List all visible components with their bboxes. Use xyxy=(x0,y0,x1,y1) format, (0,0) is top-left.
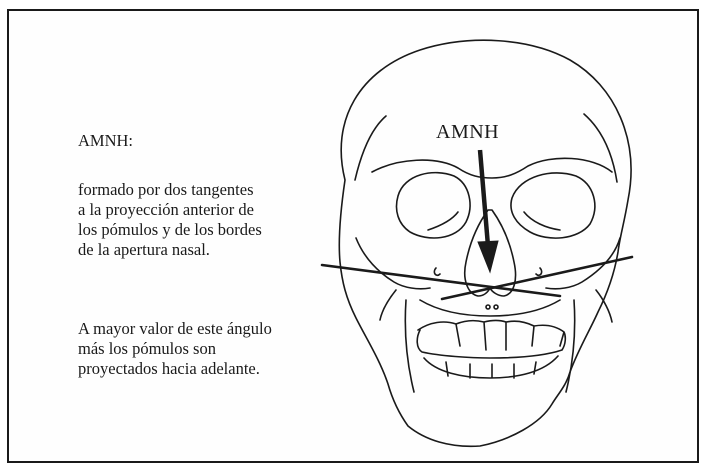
temporal-left xyxy=(355,116,386,180)
zygoma-left xyxy=(356,238,430,289)
upper-teeth xyxy=(417,321,565,359)
diagram-label: AMNH xyxy=(436,121,499,144)
brow-line xyxy=(372,158,612,178)
figure-definition: formado por dos tangentes a la proyecció… xyxy=(78,180,262,260)
mandible-left xyxy=(405,300,414,392)
figure-note: A mayor valor de este ángulo más los póm… xyxy=(78,319,272,379)
figure-heading: AMNH: xyxy=(78,131,133,151)
lower-teeth xyxy=(424,356,558,378)
